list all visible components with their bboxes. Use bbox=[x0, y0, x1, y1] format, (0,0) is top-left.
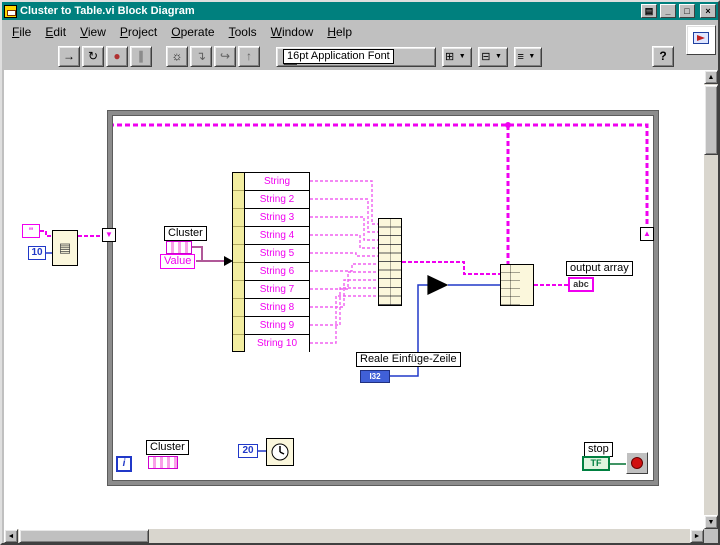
scroll-down-icon[interactable]: ▼ bbox=[704, 515, 718, 529]
array-size-constant[interactable]: 10 bbox=[28, 246, 46, 260]
work-area: '' 10 ▤ ▼ ▲ Cluster Value String String … bbox=[2, 70, 718, 543]
run-continuous-button[interactable]: ↻ bbox=[82, 46, 104, 67]
chevron-down-icon: ▼ bbox=[458, 52, 466, 60]
abort-icon: ● bbox=[113, 49, 121, 63]
run-button[interactable]: → bbox=[58, 46, 80, 67]
stop-button-node[interactable] bbox=[626, 452, 648, 474]
cluster-control-label[interactable]: Cluster bbox=[164, 226, 207, 241]
output-array-label[interactable]: output array bbox=[566, 261, 633, 276]
menu-project[interactable]: Project bbox=[119, 24, 158, 39]
menu-window[interactable]: Window bbox=[270, 24, 314, 39]
scroll-up-icon[interactable]: ▲ bbox=[704, 70, 718, 84]
insert-row-label[interactable]: Reale Einfüge-Zeile bbox=[356, 352, 461, 367]
print-button[interactable]: ▤ bbox=[641, 4, 657, 18]
menu-help[interactable]: Help bbox=[327, 24, 352, 39]
chevron-down-icon: ▼ bbox=[528, 52, 536, 60]
scroll-left-icon[interactable]: ◄ bbox=[4, 529, 18, 543]
value-label[interactable]: Value bbox=[160, 254, 196, 269]
tunnel-in[interactable]: ▼ bbox=[102, 228, 116, 242]
unbundle-field[interactable]: String 10 bbox=[245, 335, 309, 353]
pause-button[interactable]: ∥ bbox=[130, 46, 152, 67]
wait-ms-constant[interactable]: 20 bbox=[238, 444, 258, 458]
vertical-scrollbar[interactable]: ▲ ▼ bbox=[704, 70, 718, 529]
minimize-button[interactable]: _ bbox=[660, 4, 676, 18]
toolbar: → ↻ ● ∥ ☼ ↴ ↪ ↑ 16pt Application Font ▼ … bbox=[2, 25, 718, 70]
pause-icon: ∥ bbox=[138, 49, 144, 63]
insert-into-array-node[interactable] bbox=[500, 264, 534, 306]
menu-edit[interactable]: Edit bbox=[45, 24, 67, 39]
while-loop[interactable] bbox=[108, 111, 658, 485]
menu-view[interactable]: View bbox=[80, 24, 106, 39]
block-diagram-canvas[interactable]: '' 10 ▤ ▼ ▲ Cluster Value String String … bbox=[4, 70, 704, 529]
run-icon: → bbox=[63, 49, 75, 63]
unbundle-field[interactable]: String 9 bbox=[245, 317, 309, 335]
font-selector-value: 16pt Application Font bbox=[283, 49, 394, 64]
step-over-button[interactable]: ↪ bbox=[214, 46, 236, 67]
i32-terminal[interactable]: I32 bbox=[360, 370, 390, 383]
run-continuous-icon: ↻ bbox=[87, 49, 99, 63]
boolean-terminal[interactable]: TF bbox=[582, 456, 610, 471]
lightbulb-icon: ☼ bbox=[171, 49, 183, 63]
cluster-control-terminal[interactable] bbox=[166, 241, 192, 254]
iteration-terminal[interactable]: i bbox=[116, 456, 132, 472]
step-out-button[interactable]: ↑ bbox=[238, 46, 260, 67]
distribute-objects-icon: ⊟ bbox=[481, 51, 491, 63]
empty-string-constant[interactable]: '' bbox=[22, 224, 40, 238]
align-objects-icon: ⊞ bbox=[445, 51, 455, 63]
step-over-icon: ↪ bbox=[219, 49, 231, 63]
title-bar[interactable]: Cluster to Table.vi Block Diagram ▤ _ □ … bbox=[2, 2, 718, 20]
unbundle-field[interactable]: String 6 bbox=[245, 263, 309, 281]
unbundle-input-strip bbox=[233, 173, 245, 351]
unbundle-field[interactable]: String 5 bbox=[245, 245, 309, 263]
unbundle-field[interactable]: String 3 bbox=[245, 209, 309, 227]
unbundle-field[interactable]: String 2 bbox=[245, 191, 309, 209]
font-selector[interactable]: 16pt Application Font ▼ bbox=[276, 46, 436, 67]
unbundle-field[interactable]: String 7 bbox=[245, 281, 309, 299]
close-button[interactable]: × bbox=[700, 4, 716, 18]
reorder-icon: ≡ bbox=[517, 50, 524, 63]
step-into-button[interactable]: ↴ bbox=[190, 46, 212, 67]
tunnel-out[interactable]: ▲ bbox=[640, 227, 654, 241]
help-button[interactable]: ? bbox=[652, 46, 674, 67]
step-into-icon: ↴ bbox=[195, 49, 207, 63]
horizontal-scroll-thumb[interactable] bbox=[19, 529, 149, 543]
window-title: Cluster to Table.vi Block Diagram bbox=[20, 5, 195, 17]
stop-label[interactable]: stop bbox=[584, 442, 613, 457]
stop-circle-icon bbox=[631, 457, 643, 469]
abort-button[interactable]: ● bbox=[106, 46, 128, 67]
labview-app-icon bbox=[4, 4, 17, 18]
menu-bar: File Edit View Project Operate Tools Win… bbox=[2, 20, 718, 43]
labview-logo bbox=[686, 25, 716, 55]
output-array-terminal[interactable]: abc bbox=[568, 277, 594, 292]
align-objects-dropdown[interactable]: ⊞ ▼ bbox=[442, 46, 473, 67]
distribute-objects-dropdown[interactable]: ⊟ ▼ bbox=[478, 46, 509, 67]
unbundle-field[interactable]: String 8 bbox=[245, 299, 309, 317]
wait-timer-node[interactable] bbox=[266, 438, 294, 466]
cluster-constant-label[interactable]: Cluster bbox=[146, 440, 189, 455]
vertical-scroll-thumb[interactable] bbox=[704, 85, 718, 155]
unbundle-field[interactable]: String bbox=[245, 173, 309, 191]
menu-operate[interactable]: Operate bbox=[171, 24, 215, 39]
step-out-icon: ↑ bbox=[246, 49, 252, 63]
cluster-constant-terminal[interactable] bbox=[148, 456, 178, 469]
horizontal-scrollbar[interactable]: ◄ ► bbox=[4, 529, 704, 543]
chevron-down-icon: ▼ bbox=[494, 52, 502, 60]
build-array-node[interactable] bbox=[378, 218, 402, 306]
reorder-dropdown[interactable]: ≡ ▼ bbox=[514, 46, 542, 67]
menu-file[interactable]: File bbox=[12, 24, 32, 39]
highlight-execution-button[interactable]: ☼ bbox=[166, 46, 188, 67]
unbundle-node[interactable]: String String 2 String 3 String 4 String… bbox=[232, 172, 310, 353]
clock-icon bbox=[271, 443, 289, 461]
menu-tools[interactable]: Tools bbox=[228, 24, 257, 39]
scrollbar-corner bbox=[704, 529, 718, 543]
unbundle-field[interactable]: String 4 bbox=[245, 227, 309, 245]
maximize-button[interactable]: □ bbox=[679, 4, 695, 18]
scroll-right-icon[interactable]: ► bbox=[690, 529, 704, 543]
initialize-array-node[interactable]: ▤ bbox=[52, 230, 78, 266]
